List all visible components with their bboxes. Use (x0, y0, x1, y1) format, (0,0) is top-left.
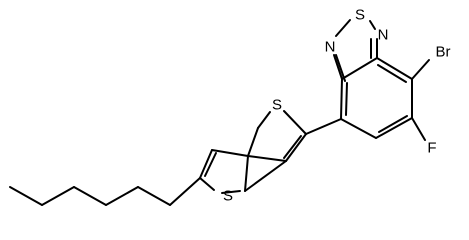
molecule-structure: S N N Br F S S (9, 7, 451, 206)
atom-label-n-top: N (378, 27, 389, 44)
atom-label-s-thieno-bottom: S (223, 188, 233, 205)
atom-label-s-thieno-top: S (272, 97, 282, 114)
atom-label-br: Br (436, 44, 451, 61)
atom-label-s-thiadiazole: S (355, 7, 365, 24)
hexyl-chain (9, 177, 201, 206)
atom-label-f: F (427, 140, 436, 157)
aryl-aryl-bond (305, 118, 342, 135)
benzothiadiazole-unit (333, 19, 430, 141)
structure-canvas: S N N Br F S S (9, 6, 451, 206)
thienothiophene-core (199, 110, 307, 194)
atom-label-n-left: N (325, 39, 336, 56)
